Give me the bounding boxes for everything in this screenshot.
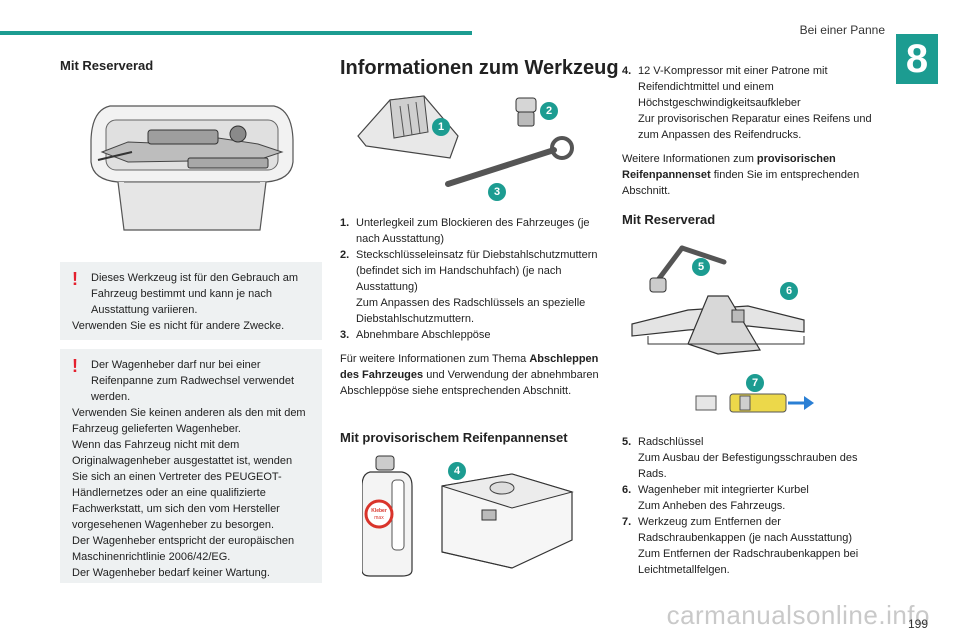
callout-badge-6: 6 [780, 282, 798, 300]
warning-box-tool-use: ! Dieses Werkzeug ist für den Gebrauch a… [60, 262, 322, 340]
middle-heading: Informationen zum Werkzeug [340, 57, 619, 79]
list-item: 4.12 V-Kompressor mit einer Patrone mit … [622, 65, 872, 141]
list-item: 3.Abnehmbare Abschleppöse [340, 329, 491, 341]
callout-badge-5: 5 [692, 258, 710, 276]
callout-badge-3: 3 [488, 183, 506, 201]
repair-kit-illustration: Kleber max [362, 455, 574, 577]
jack-and-wrench-illustration [631, 245, 814, 413]
page-number: 199 [907, 617, 928, 631]
callout-badge-7: 7 [746, 374, 764, 392]
tool-set-illustration [357, 95, 574, 187]
tool-list: 1.Unterlegkeil zum Blockieren des Fahrze… [340, 215, 602, 343]
callout-badge-1: 1 [432, 118, 450, 136]
left-heading: Mit Reserverad [60, 58, 154, 73]
header-accent-bar [0, 31, 472, 35]
bottle-label-line2: max [374, 515, 384, 521]
compressor-list: 4.12 V-Kompressor mit einer Patrone mit … [622, 63, 884, 143]
list-item: 1.Unterlegkeil zum Blockieren des Fahrze… [340, 217, 590, 245]
list-item: 2.Steckschlüsseleinsatz für Diebstahlsch… [340, 249, 598, 325]
towing-info-paragraph: Für weitere Informationen zum Thema Absc… [340, 353, 599, 397]
right-heading: Mit Reserverad [622, 212, 716, 227]
warning-icon: ! [72, 269, 78, 289]
warning-icon: ! [72, 356, 78, 376]
repair-kit-heading: Mit provisorischem Reifenpannenset [340, 430, 568, 445]
watermark: carmanualsonline.info [666, 600, 930, 630]
list-item: 7.Werkzeug zum Entfernen der Radschraube… [622, 516, 859, 576]
repair-kit-info-paragraph: Weitere Informationen zum provisorischen… [622, 153, 860, 197]
callout-badge-4: 4 [448, 462, 466, 480]
section-title: Bei einer Panne [799, 23, 885, 37]
warning-box-jack-use: ! Der Wagenheber darf nur bei einer Reif… [60, 349, 322, 583]
spare-wheel-tool-tray-illustration [90, 105, 294, 231]
bottle-label-line1: Kleber [371, 508, 387, 514]
chapter-number: 8 [896, 34, 938, 84]
callout-badge-2: 2 [540, 102, 558, 120]
